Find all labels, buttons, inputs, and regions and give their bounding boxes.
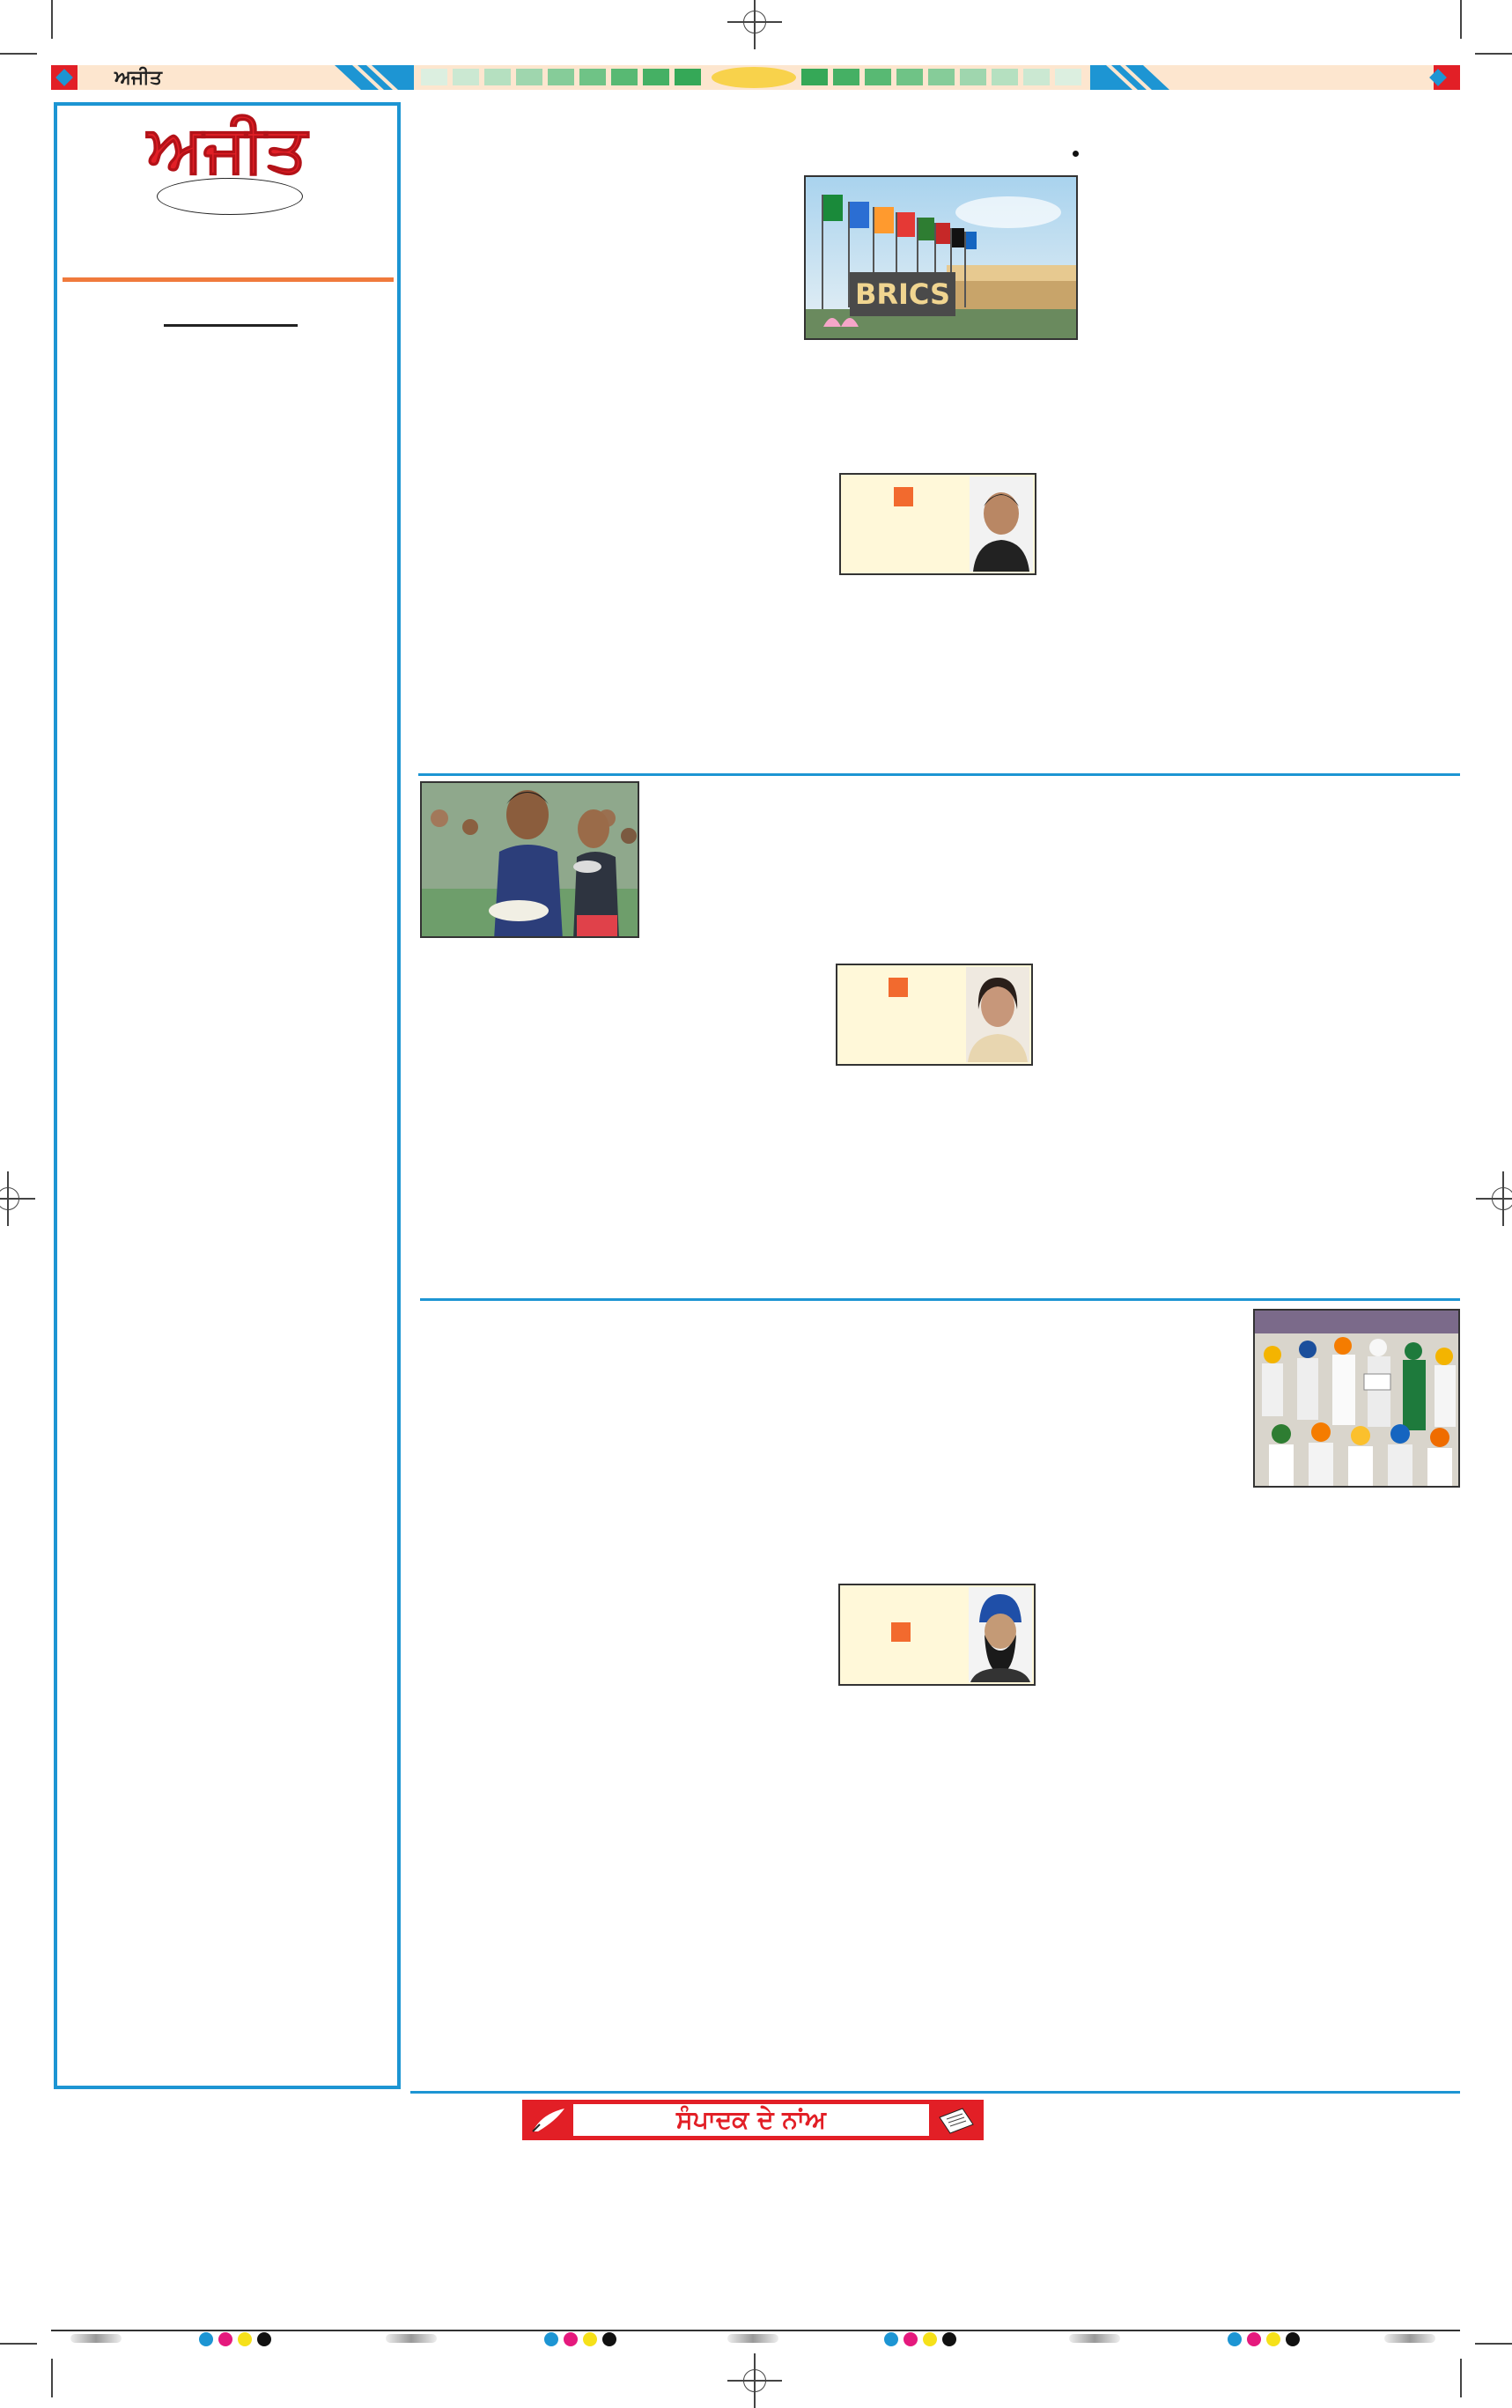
brics-photo-caption: BRICS	[855, 277, 950, 311]
banner-inner: ਸੰਪਾਦਕ ਦੇ ਨਾਂਅ	[573, 2104, 929, 2136]
strip-square	[675, 69, 701, 85]
masthead-title: ਅਜੀਤ	[145, 113, 309, 185]
registration-mark-left	[0, 1171, 35, 1226]
registration-mark-top	[727, 0, 782, 49]
flag-poles	[822, 195, 977, 309]
strip-square	[960, 69, 986, 85]
color-dot	[1286, 2332, 1300, 2346]
crop-mark	[0, 2343, 37, 2345]
strip-square	[1055, 69, 1081, 85]
color-dot	[942, 2332, 956, 2346]
children-photo	[420, 781, 639, 938]
bottom-rule	[51, 2330, 1460, 2331]
bullet-dot	[1073, 151, 1079, 157]
strip-square	[833, 69, 859, 85]
edition-oval	[157, 178, 303, 215]
strip-square	[992, 69, 1018, 85]
strip-stripes-right	[1090, 65, 1169, 90]
author-box-3	[838, 1584, 1036, 1686]
author-portrait-1	[970, 476, 1033, 572]
letters-to-editor-banner: ਸੰਪਾਦਕ ਦੇ ਨਾਂਅ	[522, 2100, 984, 2140]
color-dot	[583, 2332, 597, 2346]
strip-center-oval	[712, 67, 796, 88]
section-rule-3	[410, 2091, 1460, 2094]
crop-mark	[1475, 2343, 1512, 2345]
author-marker-square	[894, 487, 913, 506]
letter-envelope-icon	[939, 2108, 974, 2134]
strip-square	[928, 69, 955, 85]
author-box-2	[836, 964, 1033, 1066]
strip-square	[801, 69, 828, 85]
strip-square	[421, 69, 447, 85]
author-marker-square	[891, 1622, 911, 1642]
strip-square	[453, 69, 479, 85]
color-dot	[1266, 2332, 1280, 2346]
gray-registration-bar	[386, 2334, 437, 2343]
gray-registration-bar	[70, 2334, 122, 2343]
crop-mark	[1460, 0, 1462, 39]
strip-square	[611, 69, 638, 85]
gray-registration-bar	[1069, 2334, 1120, 2343]
section-rule-1	[418, 773, 1460, 776]
sidebar-short-rule	[164, 324, 298, 327]
strip-square	[579, 69, 606, 85]
strip-label: ਅਜੀਤ	[114, 66, 162, 89]
author-portrait-3	[969, 1587, 1032, 1682]
gray-registration-bar	[1384, 2334, 1435, 2343]
color-dot	[904, 2332, 918, 2346]
registration-mark-right	[1476, 1171, 1512, 1226]
color-dot	[923, 2332, 937, 2346]
strip-square	[548, 69, 574, 85]
color-dot	[238, 2332, 252, 2346]
crop-mark	[51, 0, 53, 39]
color-dot	[1247, 2332, 1261, 2346]
author-box-1	[839, 473, 1036, 575]
crop-mark	[0, 53, 37, 55]
strip-square	[516, 69, 542, 85]
strip-square	[643, 69, 669, 85]
section-rule-2	[420, 1298, 1460, 1301]
color-dot	[602, 2332, 616, 2346]
crop-mark	[1475, 53, 1512, 55]
strip-square	[865, 69, 891, 85]
strip-stripes-left	[335, 65, 414, 90]
strip-square	[896, 69, 923, 85]
crop-mark	[51, 2359, 53, 2397]
banner-title: ਸੰਪਾਦਕ ਦੇ ਨਾਂਅ	[676, 2105, 826, 2134]
crop-mark	[1460, 2359, 1462, 2397]
quill-icon	[532, 2109, 564, 2132]
brics-photo: BRICS	[804, 175, 1078, 340]
color-dot	[199, 2332, 213, 2346]
color-dot	[1228, 2332, 1242, 2346]
strip-square	[484, 69, 511, 85]
sidebar-column	[54, 102, 401, 2089]
color-dot	[544, 2332, 558, 2346]
gray-registration-bar	[727, 2334, 778, 2343]
author-portrait-2	[966, 967, 1029, 1062]
gathering-photo	[1253, 1309, 1460, 1488]
strip-square	[1023, 69, 1050, 85]
color-dot	[218, 2332, 232, 2346]
masthead-logo: ਅਜੀਤ	[145, 113, 310, 185]
author-marker-square	[889, 978, 908, 997]
sidebar-divider	[63, 277, 394, 282]
registration-mark-bottom	[727, 2353, 782, 2408]
color-dot	[564, 2332, 578, 2346]
color-dot	[884, 2332, 898, 2346]
color-dot	[257, 2332, 271, 2346]
